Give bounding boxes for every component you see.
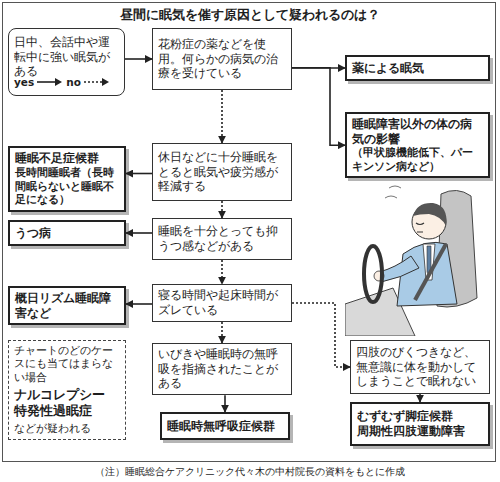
node-text: 四肢のびくつきなど、無意識に体を動かしてしまうことで眠れない (356, 345, 484, 389)
seat-belt (415, 244, 446, 300)
flow-arrow (221, 201, 223, 218)
result-box: 概日リズム睡眠障害など (8, 286, 126, 325)
node-text: むずむず脚症候群 周期性四肢運動障害 (357, 409, 483, 438)
node-text: 睡眠障害以外の体の病気の影響 (352, 117, 483, 146)
driver-illustration (345, 176, 495, 336)
node-text: 睡眠を十分とっても抑うつ感などがある (158, 224, 286, 253)
flow-arrow (292, 67, 345, 69)
note-box: チャートのどのケースにも当てはまらない場合ナルコレプシー 特発性過眠症などが疑わ… (8, 340, 126, 440)
legend-item: no (66, 76, 109, 88)
flow-arrow (292, 68, 345, 146)
steering-wheel (364, 246, 382, 302)
node-subtext: などが疑われる (14, 422, 120, 435)
legend-sample (36, 77, 62, 87)
node-text: 休日などに十分睡眠をとると眠気や疲労感が軽減する (158, 150, 286, 194)
caption: （注）睡眠総合ケアクリニック代々木の中村院長の資料をもとに作成 (0, 466, 500, 479)
closed-eye (416, 223, 424, 225)
result-box: 睡眠不足症候群長時間睡眠者（長時間眠らないと睡眠不足になる） (8, 146, 126, 212)
node-subtext: （甲状腺機能低下、パーキンソン病など） (352, 146, 483, 173)
arm (379, 256, 419, 282)
legend-line (84, 81, 103, 83)
node-text: 睡眠不足症候群 (15, 151, 119, 166)
flow-arrow (221, 260, 223, 284)
flow-arrow (126, 173, 152, 175)
mouth (417, 232, 423, 233)
node-text: 薬による眠気 (352, 61, 483, 76)
chart-title: 昼間に眠気を催す原因として疑われるのは？ (0, 6, 500, 24)
node-text: 日中、会話中や運転中に強い眠気がある (14, 35, 119, 79)
question-box: 休日などに十分睡眠をとると眠気や疲労感が軽減する (152, 143, 292, 201)
result-box: 薬による眠気 (345, 55, 490, 81)
node-text: 花粉症の薬などを使用。何らかの病気の治療を受けている (158, 37, 286, 81)
node-text: 寝る時間や起床時間がズレている (158, 288, 286, 317)
node-text: チャートのどのケースにも当てはまらない場合 (14, 344, 120, 384)
node-subtext: ナルコレプシー 特発性過眠症 (14, 387, 120, 419)
node-text: 概日リズム睡眠障害など (15, 291, 119, 320)
legend-arrowhead (102, 78, 109, 86)
question-box: 睡眠を十分とっても抑うつ感などがある (152, 218, 292, 260)
flow-arrow (126, 232, 152, 234)
legend-item: yes (14, 76, 62, 88)
legend-text: no (66, 76, 81, 88)
legend-line (37, 81, 56, 83)
question-box: 寝る時間や起床時間がズレている (152, 284, 292, 322)
flow-arrow (292, 303, 350, 367)
question-box: いびきや睡眠時の無呼吸を指摘されたことがある (152, 343, 292, 395)
node-text: うつ病 (15, 226, 119, 241)
flow-arrow (126, 303, 152, 305)
legend-text: yes (14, 76, 34, 88)
result-box: うつ病 (8, 220, 126, 246)
node-text: いびきや睡眠時の無呼吸を指摘されたことがある (158, 347, 286, 391)
result-box: むずむず脚症候群 周期性四肢運動障害 (350, 402, 490, 446)
flow-arrow (221, 322, 223, 343)
hair (413, 203, 446, 226)
node-text: 睡眠時無呼吸症候群 (167, 419, 283, 434)
result-box: 睡眠時無呼吸症候群 (160, 412, 290, 440)
drowsy-marks (385, 186, 401, 198)
node-subtext: 長時間睡眠者（長時間眠らないと睡眠不足になる） (15, 166, 119, 206)
legend: yes no (14, 74, 122, 90)
flow-arrow (224, 395, 226, 412)
legend-arrowhead (55, 78, 62, 86)
result-box: 睡眠障害以外の体の病気の影響（甲状腺機能低下、パーキンソン病など） (345, 112, 490, 178)
question-box: 花粉症の薬などを使用。何らかの病気の治療を受けている (152, 28, 292, 90)
question-box: 四肢のびくつきなど、無意識に体を動かしてしまうことで眠れない (350, 340, 490, 394)
flow-arrow (419, 394, 421, 402)
legend-sample (83, 77, 109, 87)
flow-arrow (221, 90, 223, 143)
flow-arrow (125, 58, 152, 60)
